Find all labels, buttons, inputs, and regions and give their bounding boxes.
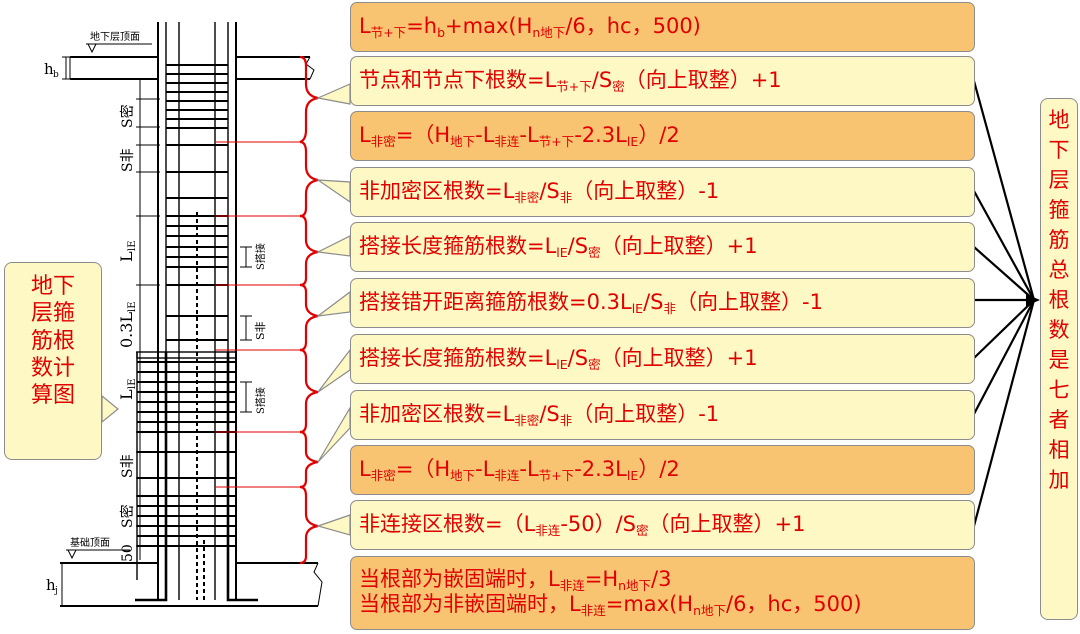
right-note: 地 下 层 箍 筋 总 根 数 是 七 者 相 加: [1040, 98, 1078, 620]
formula-node-length: L节+下=hb+max(Hn地下/6，hc，500): [350, 2, 975, 52]
s-fei-label-2: S非: [254, 321, 267, 340]
left-note-line: 数计: [30, 355, 75, 381]
s-fei-label-3: S非: [120, 454, 136, 478]
formula-lap-stagger-count: 搭接错开距离箍筋根数=0.3LlE/S非（向上取整）-1: [350, 278, 975, 328]
hb-sub-label: b: [53, 70, 59, 80]
s-dajie-label-2: S搭接: [254, 387, 267, 414]
formula-non-dense-count-lower: 非加密区根数=L非密/S非（向上取整）-1: [350, 390, 975, 440]
formula-non-dense-count-upper: 非加密区根数=L非密/S非（向上取整）-1: [350, 167, 975, 217]
right-note-char: 总: [1048, 258, 1070, 283]
formula-non-dense-length-upper: L非密=（H地下-L非连-L节+下-2.3LlE）/2: [350, 111, 975, 161]
right-note-char: 箍: [1048, 198, 1070, 223]
basement-top-label: 地下层顶面: [90, 30, 140, 43]
right-note-char: 层: [1048, 168, 1070, 193]
lle-label-2: L: [117, 389, 136, 400]
s-fei-label-1: S非: [120, 148, 136, 172]
formula-lap-count-upper: 搭接长度箍筋根数=LlE/S密（向上取整）+1: [350, 222, 975, 272]
left-note-line: 地下: [30, 274, 75, 299]
hj-sub-label: j: [54, 586, 58, 596]
left-note-line: 算图: [30, 383, 75, 409]
formula-node-count: 节点和节点下根数=L节+下/S密（向上取整）+1: [350, 56, 975, 106]
right-note-char: 加: [1048, 468, 1070, 493]
hj-label: h: [46, 576, 56, 594]
formula-non-connect-count: 非连接区根数=（L非连-50）/S密（向上取整）+1: [350, 500, 975, 550]
lle-sub-label-1: lE: [127, 241, 138, 252]
formula-non-connect-length: 当根部为嵌固端时，L非连=Hn地下/3 当根部为非嵌固端时，L非连=max(Hn…: [350, 556, 975, 630]
right-note-char: 者: [1048, 408, 1070, 433]
left-note-pointer: [101, 394, 119, 424]
lle-sub-label-2: lE: [127, 379, 138, 390]
fifty-label: 50: [120, 544, 136, 562]
right-note-char: 数: [1048, 318, 1070, 343]
right-note-char: 下: [1048, 138, 1070, 163]
lle-03-label: 0.3L: [117, 312, 136, 348]
lle-03-sub-label: lE: [127, 302, 138, 313]
s-dajie-label-1: S搭接: [254, 243, 267, 270]
formula-lap-count-lower: 搭接长度箍筋根数=LlE/S密（向上取整）+1: [350, 334, 975, 384]
right-note-char: 七: [1048, 378, 1070, 403]
right-note-char: 相: [1048, 438, 1070, 463]
right-note-char: 是: [1048, 348, 1070, 373]
lle-label-1: L: [117, 251, 136, 262]
left-note-line: 层箍: [30, 301, 75, 327]
left-note-line: 筋根: [30, 328, 75, 354]
foundation-top-label: 基础顶面: [70, 536, 110, 549]
s-mi-label-1: S密: [119, 104, 136, 128]
s-mi-label-2: S密: [119, 504, 136, 528]
hb-label: h: [44, 60, 54, 78]
right-note-char: 筋: [1048, 228, 1070, 253]
left-note: 地下 层箍 筋根 数计 算图: [4, 262, 102, 460]
right-note-char: 根: [1048, 288, 1070, 313]
formula-non-dense-length-lower: L非密=（H地下-L非连-L节+下-2.3LlE）/2: [350, 445, 975, 495]
right-note-char: 地: [1048, 108, 1070, 132]
